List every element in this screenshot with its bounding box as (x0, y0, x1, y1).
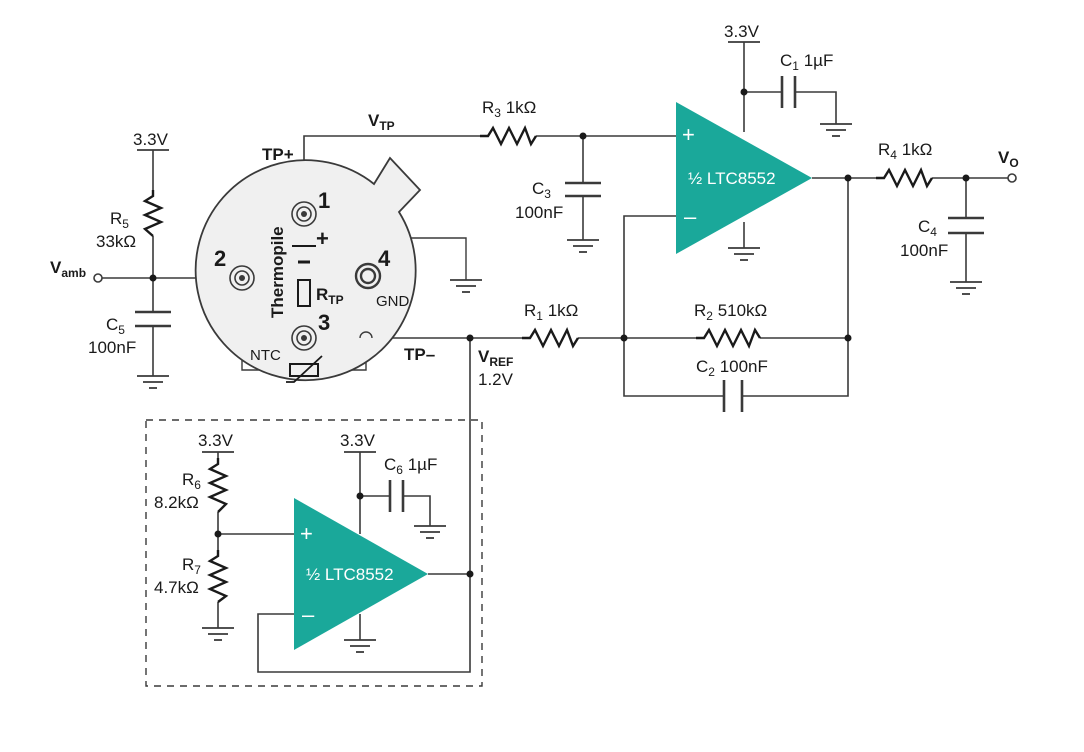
net-label-vamb: Vamb (50, 258, 86, 280)
wires (100, 42, 1008, 673)
thermopile-label: Thermopile (268, 226, 287, 318)
r2-resistor (696, 327, 762, 349)
r7-resistor (207, 550, 229, 603)
c5-value: 100nF (88, 338, 136, 357)
supply-bars (137, 41, 760, 453)
c1-capacitor (780, 76, 797, 108)
r7-value: 4.7kΩ (154, 578, 199, 597)
ground-icon (820, 123, 852, 137)
pin-2-number: 2 (214, 246, 226, 271)
opamp-u2-label: ½ LTC8552 (306, 565, 394, 584)
ground-icon (567, 239, 599, 253)
pin-4 (354, 262, 382, 290)
thermopile-cell-symbol (292, 245, 316, 264)
vo-terminal (1007, 173, 1017, 183)
tp-minus-label: TP– (404, 345, 435, 364)
supply-label-top: 3.3V (724, 22, 760, 41)
reference-block-boundary (145, 419, 483, 687)
r3-resistor (480, 125, 538, 147)
pin-1 (291, 201, 317, 227)
opamp-u2: + – ½ LTC8552 (294, 498, 428, 650)
thermopile-sensor (194, 156, 422, 383)
r1-label: R1 1kΩ (524, 301, 578, 323)
net-label-vref: VREF (478, 347, 513, 369)
r2-label: R2 510kΩ (694, 301, 767, 323)
pin-4-number: 4 (378, 246, 391, 271)
ground-icon (344, 639, 376, 653)
supply-label-r6: 3.3V (198, 431, 234, 450)
c3-value: 100nF (515, 203, 563, 222)
r6-label: R6 (182, 470, 201, 492)
opamp-u2-minus: – (302, 602, 315, 627)
c3-capacitor (565, 181, 601, 198)
net-label-vref-value: 1.2V (478, 370, 514, 389)
c1-label: C1 1µF (780, 51, 833, 73)
opamp-u1-minus: – (684, 204, 697, 229)
c6-capacitor (388, 480, 405, 512)
c2-capacitor (722, 380, 744, 412)
r4-label: R4 1kΩ (878, 140, 932, 162)
r3-label: R3 1kΩ (482, 98, 536, 120)
pin-3 (291, 325, 317, 351)
r4-resistor (876, 167, 934, 189)
gnd-label: GND (376, 293, 410, 310)
ground-icon (450, 279, 482, 293)
supply-label-u2: 3.3V (340, 431, 376, 450)
c4-value: 100nF (900, 241, 948, 260)
tp-plus-label: TP+ (262, 145, 294, 164)
opamp-u1-plus: + (682, 122, 695, 147)
vamb-terminal (93, 273, 103, 283)
r5-resistor (142, 190, 164, 237)
thermopile-plus-sign: + (316, 226, 329, 251)
net-label-vo: VO (998, 148, 1019, 170)
opamp-u1-label: ½ LTC8552 (688, 169, 776, 188)
r5-label: R5 (110, 209, 129, 231)
opamp-u1-body (676, 102, 812, 254)
pin-2 (229, 265, 255, 291)
ntc-thermistor-symbol (286, 355, 323, 383)
ground-icon (202, 627, 234, 641)
c4-capacitor (948, 216, 984, 235)
rtp-resistor-symbol (297, 279, 311, 307)
r6-value: 8.2kΩ (154, 493, 199, 512)
opamp-u1: + – ½ LTC8552 (676, 102, 812, 254)
c4-label: C4 (918, 217, 937, 239)
c5-capacitor (135, 310, 171, 328)
r1-resistor (522, 327, 580, 349)
r5-value: 33kΩ (96, 232, 136, 251)
net-label-vtp: VTP (368, 111, 395, 133)
ground-icon (137, 375, 169, 389)
ground-icon (414, 525, 446, 539)
ground-icon (728, 247, 760, 261)
c2-label: C2 100nF (696, 357, 768, 379)
ntc-label: NTC (250, 347, 281, 364)
rtp-label: RTP (316, 285, 344, 307)
pin-1-number: 1 (318, 188, 330, 213)
junction-dots (149, 88, 970, 578)
supply-label-r5: 3.3V (133, 130, 169, 149)
r7-label: R7 (182, 555, 201, 577)
c5-label: C5 (106, 315, 125, 337)
opamp-u2-body (294, 498, 428, 650)
c3-label: C3 (532, 179, 551, 201)
pin-3-number: 3 (318, 310, 330, 335)
r6-resistor (207, 458, 229, 513)
ground-icon (950, 281, 982, 295)
ground-symbols (137, 123, 982, 653)
c6-label: C6 1µF (384, 455, 437, 477)
opamp-u2-plus: + (300, 521, 313, 546)
